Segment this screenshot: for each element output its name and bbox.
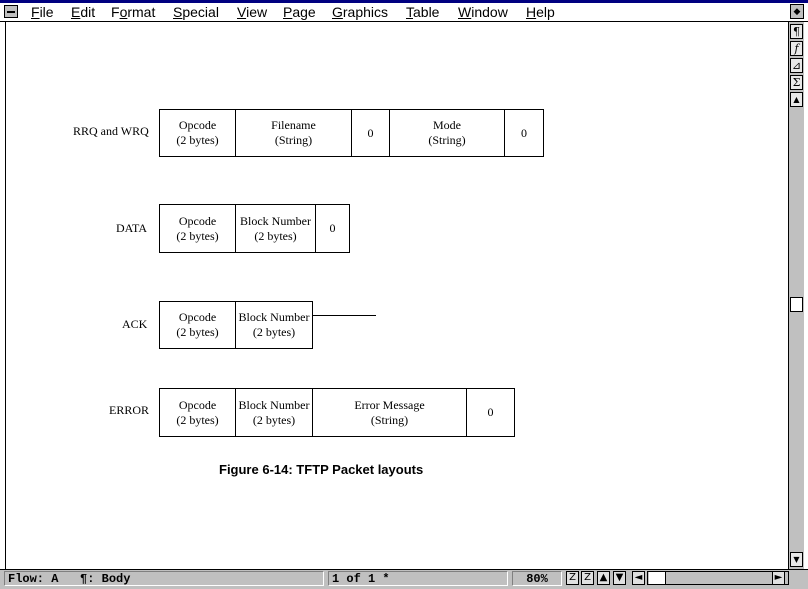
menu-help[interactable]: Help (526, 4, 555, 20)
menu-graphics[interactable]: Graphics (332, 4, 389, 20)
scroll-left-icon[interactable]: ◄ (632, 571, 645, 585)
scroll-up-icon[interactable]: ▲ (790, 92, 803, 107)
menu-special[interactable]: Special (173, 4, 219, 20)
horizontal-scrollbar[interactable] (647, 571, 789, 585)
zoom-in-icon[interactable]: Z (581, 571, 594, 585)
status-bar: Flow: A ¶: Body 1 of 1 * 80% Z Z ▲ ▼ ◄ ► (0, 569, 808, 589)
prev-page-icon[interactable]: ▲ (597, 571, 610, 585)
sum-icon[interactable]: Σ (790, 75, 803, 90)
rrq-mode-field: Mode(String) (389, 109, 505, 157)
data-zero-field: 0 (315, 204, 350, 253)
status-page-field: 1 of 1 * (328, 571, 508, 586)
rrq-zero-end-field: 0 (504, 109, 544, 157)
menu-file[interactable]: File (31, 4, 54, 20)
packet-label-error: ERROR (109, 403, 150, 417)
triangle-icon[interactable]: ⊿ (790, 58, 803, 73)
restore-icon: ◆ (793, 6, 801, 16)
figure-caption: Figure 6-14: TFTP Packet layouts (219, 462, 424, 477)
packet-label-data: DATA (116, 221, 148, 235)
vertical-scroll-thumb[interactable] (790, 297, 803, 312)
packet-label-ack: ACK (122, 317, 148, 331)
scroll-down-icon[interactable]: ▼ (790, 552, 803, 567)
system-menu-icon (7, 11, 15, 13)
menu-format[interactable]: Format (111, 4, 156, 20)
menu-table[interactable]: Table (406, 4, 440, 20)
rrq-zero-field: 0 (351, 109, 390, 157)
menu-bar: File Edit Format Special View Page Graph… (0, 3, 808, 22)
zoom-field[interactable]: 80% (512, 571, 562, 586)
rrq-filename-field: Filename(String) (235, 109, 352, 157)
error-message-field: Error Message(String) (312, 388, 467, 437)
function-icon[interactable]: f (790, 41, 803, 56)
scroll-right-icon[interactable]: ► (772, 571, 785, 585)
data-block-number-field: Block Number(2 bytes) (235, 204, 316, 253)
horizontal-scroll-thumb[interactable] (649, 572, 666, 584)
restore-button[interactable]: ◆ (790, 4, 804, 19)
status-flow-field: Flow: A ¶: Body (4, 571, 324, 586)
ack-opcode-field: Opcode(2 bytes) (159, 301, 236, 349)
error-zero-field: 0 (466, 388, 515, 437)
ack-trailing-line (312, 315, 376, 316)
paragraph-icon[interactable]: ¶ (790, 24, 803, 39)
vertical-toolbar: ¶ f ⊿ Σ ▲ ▼ (788, 22, 804, 571)
document-area[interactable]: RRQ and WRQ Opcode(2 bytes) Filename(Str… (5, 22, 788, 570)
ack-block-number-field: Block Number(2 bytes) (235, 301, 313, 349)
menu-window[interactable]: Window (458, 4, 508, 20)
packet-label-rrq: RRQ and WRQ (73, 124, 149, 138)
system-menu-button[interactable] (4, 5, 18, 18)
error-opcode-field: Opcode(2 bytes) (159, 388, 236, 437)
menu-edit[interactable]: Edit (71, 4, 96, 20)
data-opcode-field: Opcode(2 bytes) (159, 204, 236, 253)
rrq-opcode-field: Opcode(2 bytes) (159, 109, 236, 157)
menu-view[interactable]: View (237, 4, 268, 20)
zoom-out-icon[interactable]: Z (566, 571, 579, 585)
next-page-icon[interactable]: ▼ (613, 571, 626, 585)
error-block-number-field: Block Number(2 bytes) (235, 388, 313, 437)
title-bar (0, 0, 808, 4)
menu-page[interactable]: Page (283, 4, 316, 20)
